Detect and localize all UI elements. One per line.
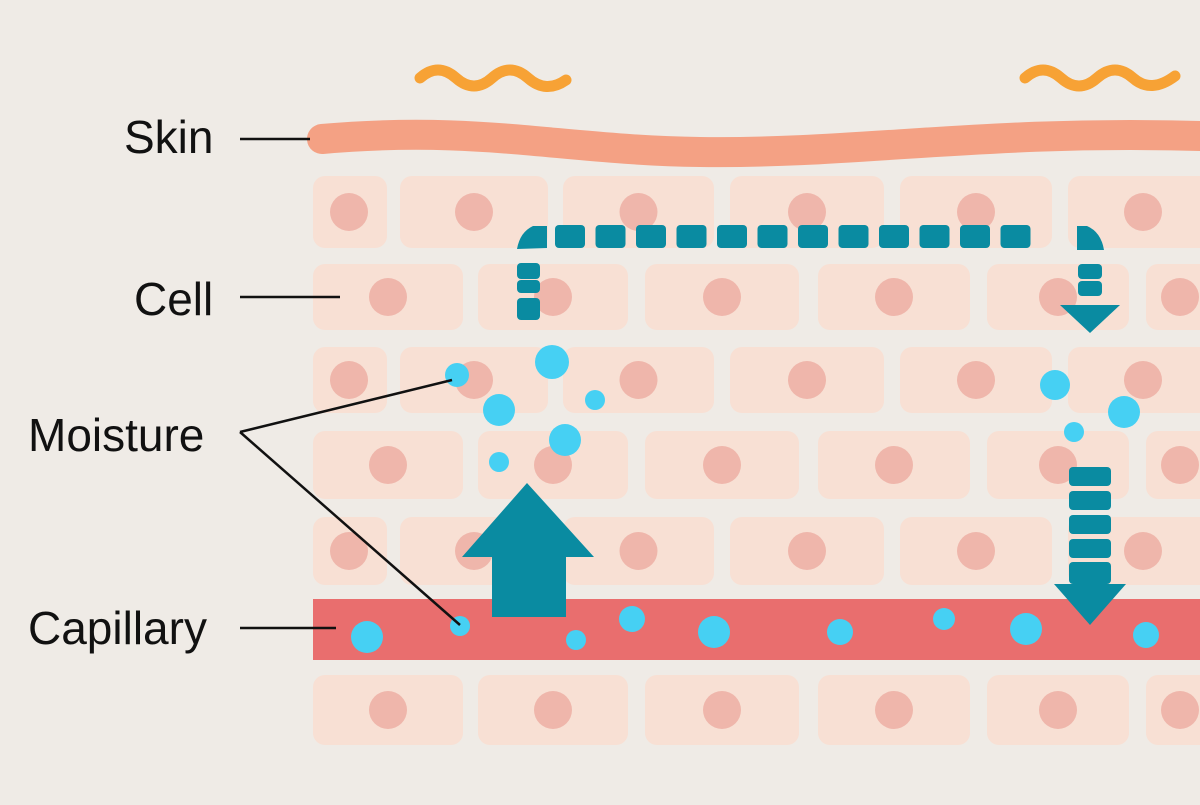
cell-nucleus bbox=[875, 691, 913, 729]
flow-segment bbox=[798, 225, 828, 248]
cell-nucleus bbox=[703, 691, 741, 729]
flow-segment bbox=[1069, 562, 1111, 584]
moisture-drop bbox=[933, 608, 955, 630]
flow-segment bbox=[595, 225, 626, 248]
down-arrow-icon bbox=[1054, 584, 1126, 625]
moisture-drop bbox=[1064, 422, 1084, 442]
cell-nucleus bbox=[788, 193, 826, 231]
cell-nucleus bbox=[619, 193, 658, 231]
cell-nucleus bbox=[369, 691, 407, 729]
cell-nucleus bbox=[1039, 446, 1077, 484]
up-arrow-icon bbox=[462, 483, 594, 617]
cell-nucleus bbox=[330, 361, 368, 399]
flow-segment bbox=[1069, 467, 1111, 486]
cell-nucleus bbox=[1161, 446, 1199, 484]
moisture-drop bbox=[698, 616, 730, 648]
flow-segment bbox=[1069, 491, 1111, 510]
moisture-leader bbox=[239, 378, 453, 434]
flow-segment bbox=[636, 225, 666, 248]
moisture-drop bbox=[1133, 622, 1159, 648]
moisture-drop bbox=[351, 621, 383, 653]
flow-segment bbox=[757, 225, 788, 248]
flow-segment bbox=[838, 225, 869, 248]
cell-nucleus bbox=[875, 446, 913, 484]
cell-nucleus bbox=[1124, 361, 1162, 399]
moisture-drop bbox=[489, 452, 509, 472]
cell-nucleus bbox=[619, 532, 658, 570]
moisture-drop bbox=[827, 619, 853, 645]
flow-segment bbox=[517, 280, 540, 293]
cell-nucleus bbox=[1124, 193, 1162, 231]
cell-nucleus bbox=[875, 278, 913, 316]
moisture-drop bbox=[1108, 396, 1140, 428]
cell-nucleus bbox=[369, 278, 407, 316]
right-arrow-icon bbox=[1077, 226, 1104, 250]
flow-segment bbox=[517, 298, 540, 320]
cell-nucleus bbox=[703, 446, 741, 484]
cell-nucleus bbox=[534, 278, 572, 316]
moisture-drop bbox=[535, 345, 569, 379]
flow-segment bbox=[879, 225, 909, 248]
capillary bbox=[313, 599, 1200, 660]
flow-segment bbox=[1078, 264, 1102, 279]
flow-segment bbox=[1000, 225, 1031, 248]
leader-lines bbox=[239, 137, 461, 630]
moisture-drop bbox=[445, 363, 469, 387]
moisture-drop bbox=[549, 424, 581, 456]
moisture-drop bbox=[1040, 370, 1070, 400]
moisture-drop bbox=[585, 390, 605, 410]
cell-nucleus bbox=[1161, 278, 1199, 316]
flow-segment bbox=[1069, 539, 1111, 558]
moisture-particles bbox=[351, 345, 1159, 653]
moisture-leader bbox=[239, 431, 461, 626]
cell-nucleus bbox=[330, 532, 368, 570]
cell-nucleus bbox=[788, 361, 826, 399]
moisture-flow-arrows bbox=[462, 225, 1126, 625]
moisture-drop bbox=[619, 606, 645, 632]
skin-label: Skin bbox=[124, 111, 214, 163]
skin-layer bbox=[307, 119, 1200, 168]
capillary-label: Capillary bbox=[28, 602, 207, 654]
moisture-label: Moisture bbox=[28, 409, 205, 461]
cell-nucleus bbox=[957, 361, 995, 399]
cell-label: Cell bbox=[134, 273, 214, 325]
cell-nucleus bbox=[1124, 532, 1162, 570]
flow-segment bbox=[717, 225, 747, 248]
moisture-drop bbox=[1010, 613, 1042, 645]
moisture-drop bbox=[566, 630, 586, 650]
flow-segment bbox=[555, 225, 585, 248]
warmth-wave-icon bbox=[414, 64, 572, 92]
cell-nucleus bbox=[369, 446, 407, 484]
down-arrow-icon bbox=[1060, 305, 1120, 333]
cell-nucleus bbox=[330, 193, 368, 231]
cell-nucleus bbox=[957, 193, 995, 231]
cell-nucleus bbox=[1039, 691, 1077, 729]
cell-nucleus bbox=[619, 361, 658, 399]
flow-segment bbox=[919, 225, 950, 248]
flow-segment bbox=[1069, 515, 1111, 534]
cell-nucleus bbox=[1161, 691, 1199, 729]
cell-nucleus bbox=[788, 532, 826, 570]
right-arrow-icon bbox=[517, 226, 547, 249]
flow-segment bbox=[1078, 281, 1102, 296]
cell-nucleus bbox=[534, 691, 572, 729]
cell-nucleus bbox=[957, 532, 995, 570]
warmth-wave-icon bbox=[1019, 64, 1181, 92]
cell-nucleus bbox=[455, 193, 493, 231]
cell-nucleus bbox=[703, 278, 741, 316]
flow-segment bbox=[676, 225, 707, 248]
moisture-drop bbox=[483, 394, 515, 426]
flow-segment bbox=[517, 263, 540, 279]
flow-segment bbox=[960, 225, 990, 248]
